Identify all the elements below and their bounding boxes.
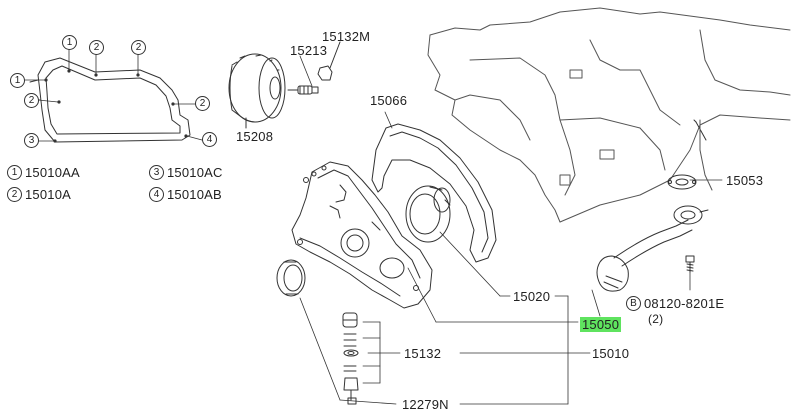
part-label-12279N[interactable]: 12279N	[402, 397, 449, 409]
part-label-15213[interactable]: 15213	[290, 43, 328, 58]
pump-seal	[276, 259, 306, 297]
part-label-15050[interactable]: 15050	[580, 317, 622, 332]
relief-bracket	[299, 297, 569, 405]
strainer-bolt	[685, 255, 695, 273]
front-cover-gasket	[371, 111, 497, 263]
legend-part-1: 15010AA	[25, 165, 80, 180]
oil-pump-body	[291, 161, 433, 309]
gasket-marker-1-top: 1	[62, 35, 77, 50]
part-label-15132[interactable]: 15132	[404, 346, 442, 361]
oil-strainer	[596, 119, 709, 292]
oil-filter	[228, 53, 286, 129]
legend-part-2: 15010A	[25, 187, 72, 202]
gasket-marker-2-right: 2	[195, 96, 210, 111]
gasket-marker-1-left: 1	[10, 73, 25, 88]
legend-marker-2: 2	[7, 187, 22, 202]
part-label-bolt[interactable]: 08120-8201E	[644, 296, 725, 311]
gasket-leaders	[24, 47, 203, 142]
oil-pump-gasket	[29, 57, 191, 143]
connector-bolt	[287, 85, 319, 95]
legend-marker-1: 1	[7, 165, 22, 180]
oil-pressure-switch	[317, 41, 341, 81]
part-label-15132M[interactable]: 15132M	[322, 29, 371, 44]
part-label-15010[interactable]: 15010	[592, 346, 630, 361]
gasket-marker-2-top: 2	[89, 40, 104, 55]
front-seal	[405, 185, 451, 243]
gasket-marker-4-right: 4	[202, 132, 217, 147]
legend-part-4: 15010AB	[167, 187, 222, 202]
part-label-15066[interactable]: 15066	[370, 93, 408, 108]
gasket-marker-3-left: 3	[24, 133, 39, 148]
legend-marker-3: 3	[149, 165, 164, 180]
engine-block	[427, 7, 791, 223]
part-label-15020[interactable]: 15020	[513, 289, 551, 304]
leader-lines	[407, 179, 723, 405]
relief-valve-parts	[342, 312, 359, 405]
gasket-marker-2-left: 2	[24, 93, 39, 108]
strainer-gasket	[667, 174, 697, 190]
engine-right-edge	[699, 119, 713, 191]
part-label-15208[interactable]: 15208	[236, 129, 274, 144]
bolt-marker-b: B	[626, 296, 641, 311]
gasket-marker-2-topright: 2	[131, 40, 146, 55]
bolt-quantity: (2)	[648, 312, 664, 326]
legend-marker-4: 4	[149, 187, 164, 202]
legend-part-3: 15010AC	[167, 165, 223, 180]
part-label-15053[interactable]: 15053	[726, 173, 764, 188]
